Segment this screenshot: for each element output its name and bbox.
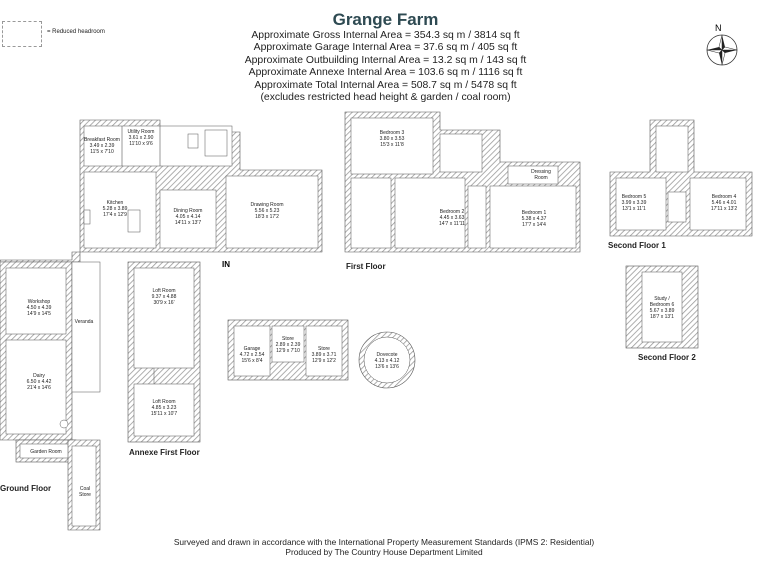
ground-floor-main	[0, 119, 323, 263]
room-label: Veranda	[75, 319, 94, 325]
floor-label-ground: Ground Floor	[0, 484, 51, 493]
page-title: Grange Farm	[332, 10, 439, 29]
floor-label-first: First Floor	[346, 262, 386, 271]
second-floor-1	[609, 119, 753, 237]
floor-label-second-1: Second Floor 1	[608, 241, 666, 250]
floor-label-second-2: Second Floor 2	[638, 353, 696, 362]
entrance-label: IN	[222, 260, 230, 269]
footer: Surveyed and drawn in accordance with th…	[0, 537, 768, 557]
dovecote	[358, 331, 416, 389]
area-line: (excludes restricted head height & garde…	[260, 92, 511, 104]
annexe-first-floor	[127, 261, 201, 443]
floor-label-annexe: Annexe First Floor	[129, 448, 200, 457]
area-line: Approximate Total Internal Area = 508.7 …	[254, 79, 517, 91]
garage-building	[227, 319, 349, 381]
compass-icon: N	[706, 23, 738, 66]
compass-north-label: N	[715, 23, 722, 33]
footer-line: Produced by The Country House Department…	[285, 547, 483, 557]
header: Grange Farm Approximate Gross Internal A…	[0, 10, 768, 104]
footer-line: Surveyed and drawn in accordance with th…	[173, 537, 595, 547]
room-label: Garden Room	[30, 449, 61, 455]
area-line: Approximate Annexe Internal Area = 103.6…	[248, 67, 523, 79]
first-floor	[344, 111, 581, 253]
area-line: Approximate Garage Internal Area = 37.6 …	[253, 42, 518, 54]
ground-floor-outbuildings	[0, 261, 101, 531]
area-line: Approximate Outbuilding Internal Area = …	[244, 54, 527, 66]
area-line: Approximate Gross Internal Area = 354.3 …	[251, 30, 520, 41]
legend-label: = Reduced headroom	[47, 29, 105, 35]
second-floor-2	[625, 265, 699, 349]
reduced-headroom-swatch	[2, 21, 42, 47]
